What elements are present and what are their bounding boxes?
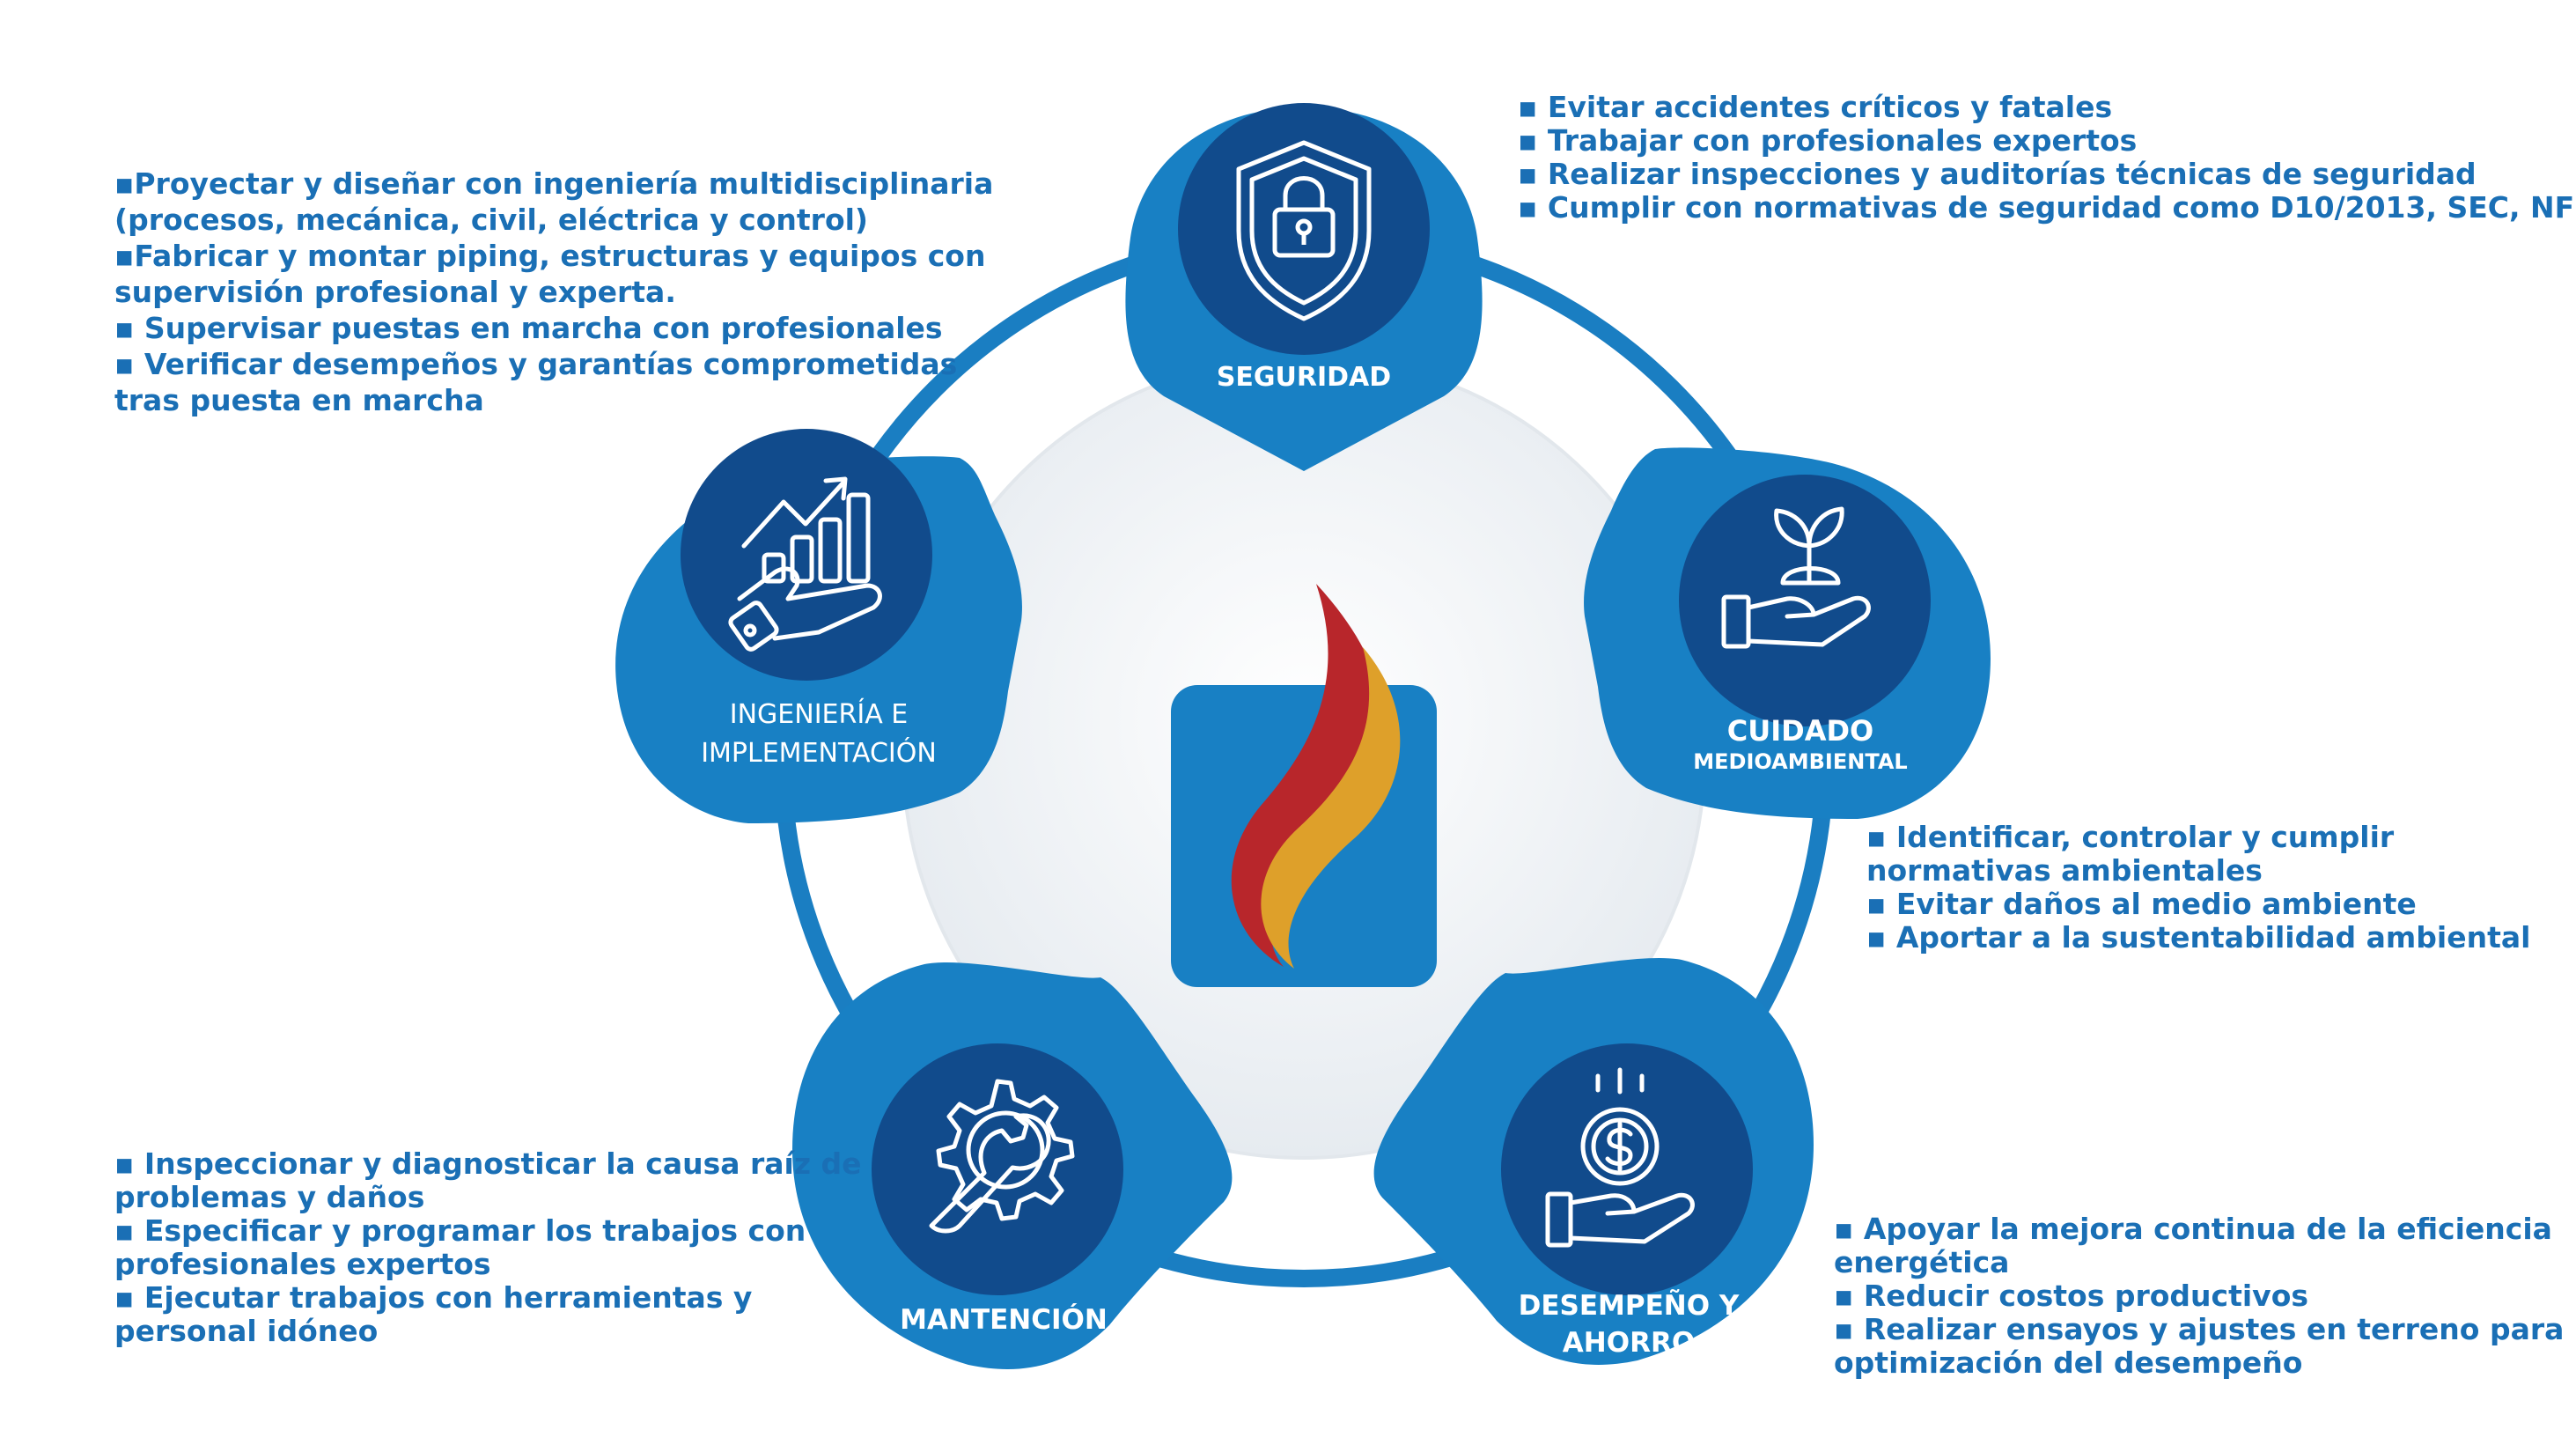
desempeno-text-line: optimización del desempeño: [1834, 1345, 2303, 1380]
mantencion-text-line: ▪ Especificar y programar los trabajos c…: [114, 1213, 806, 1248]
seguridad-text-line: ▪ Realizar inspecciones y auditorías téc…: [1518, 157, 2477, 191]
desempeno-text-line: energética: [1834, 1245, 2010, 1279]
gear-wrench-icon: [929, 1079, 1075, 1234]
center-logo: [1171, 584, 1437, 987]
ingenieria-text-line: (procesos, mecánica, civil, eléctrica y …: [114, 203, 869, 237]
coin-in-hand-icon: [1545, 1067, 1695, 1248]
ingenieria-label-line1: INGENIERÍA E: [729, 699, 909, 730]
ingenieria-text-line: ▪ Supervisar puestas en marcha con profe…: [114, 311, 943, 345]
cuidado-text-line: ▪ Evitar daños al medio ambiente: [1866, 887, 2417, 921]
ingenieria-text-line: ▪Fabricar y montar piping, estructuras y…: [114, 239, 986, 273]
cuidado-label: CUIDADO MEDIOAMBIENTAL: [1655, 713, 1946, 775]
mantencion-label: MANTENCIÓN: [863, 1303, 1144, 1338]
node-cuidado[interactable]: [1584, 447, 1991, 819]
node-desempeno-inner: [1501, 1043, 1753, 1295]
shield-lock-icon: [1236, 140, 1372, 321]
ingenieria-text-line: ▪ Verificar desempeños y garantías compr…: [114, 347, 958, 381]
node-mantencion-inner: [872, 1043, 1123, 1295]
ingenieria-text-line: tras puesta en marcha: [114, 383, 484, 417]
mantencion-text-line: profesionales expertos: [114, 1247, 491, 1281]
desempeno-label-line2: AHORRO: [1562, 1327, 1696, 1359]
desempeno-label: DESEMPEÑO Y AHORRO: [1488, 1287, 1770, 1361]
mantencion-text-line: ▪ Ejecutar trabajos con herramientas y: [114, 1280, 753, 1315]
ingenieria-label-line2: IMPLEMENTACIÓN: [701, 738, 937, 769]
desempeno-text-line: ▪ Reducir costos productivos: [1834, 1279, 2309, 1313]
ingenieria-text-block: ▪Proyectar y diseñar con ingeniería mult…: [114, 166, 993, 418]
growth-hand-chart-icon: [728, 476, 882, 652]
mantencion-text-block: ▪ Inspeccionar y diagnosticar la causa r…: [114, 1147, 862, 1348]
node-desempeno[interactable]: [1373, 957, 1814, 1365]
mantencion-label-text: MANTENCIÓN: [900, 1304, 1108, 1336]
seguridad-text-line: ▪ Trabajar con profesionales expertos: [1518, 123, 2138, 158]
node-ingenieria-inner: [681, 429, 932, 681]
plant-in-hand-icon: [1721, 506, 1871, 649]
seguridad-label: SEGURIDAD: [1172, 361, 1436, 394]
node-seguridad[interactable]: [1125, 103, 1483, 471]
cuidado-sublabel-text: MEDIOAMBIENTAL: [1693, 749, 1908, 774]
cuidado-text-block: ▪ Identificar, controlar y cumplir norma…: [1866, 821, 2530, 955]
node-mantencion[interactable]: [792, 962, 1233, 1369]
desempeno-text-line: ▪ Realizar ensayos y ajustes en terreno …: [1834, 1312, 2576, 1346]
ingenieria-text-line: ▪Proyectar y diseñar con ingeniería mult…: [114, 166, 994, 201]
cuidado-text-line: ▪ Identificar, controlar y cumplir: [1866, 820, 2395, 854]
cuidado-text-line: ▪ Aportar a la sustentabilidad ambiental: [1866, 920, 2531, 955]
seguridad-text-line: ▪ Cumplir con normativas de seguridad co…: [1518, 190, 2576, 225]
desempeno-text-block: ▪ Apoyar la mejora continua de la eficie…: [1834, 1213, 2576, 1380]
node-ingenieria[interactable]: [615, 429, 1022, 823]
seguridad-text-block: ▪ Evitar accidentes críticos y fatales ▪…: [1518, 91, 2576, 225]
seguridad-text-line: ▪ Evitar accidentes críticos y fatales: [1518, 90, 2113, 124]
mantencion-text-line: problemas y daños: [114, 1180, 425, 1214]
flame-yellow-icon: [1261, 647, 1401, 969]
seguridad-label-text: SEGURIDAD: [1216, 362, 1392, 393]
ingenieria-text-line: supervisión profesional y experta.: [114, 275, 676, 309]
cuidado-text-line: normativas ambientales: [1866, 853, 2263, 888]
desempeno-text-line: ▪ Apoyar la mejora continua de la eficie…: [1834, 1212, 2552, 1246]
ingenieria-label: INGENIERÍA E IMPLEMENTACIÓN: [669, 696, 968, 773]
mantencion-text-line: personal idóneo: [114, 1314, 379, 1348]
desempeno-label-line1: DESEMPEÑO Y: [1518, 1290, 1740, 1322]
mantencion-text-line: ▪ Inspeccionar y diagnosticar la causa r…: [114, 1146, 862, 1181]
cuidado-label-text: CUIDADO: [1726, 714, 1874, 748]
